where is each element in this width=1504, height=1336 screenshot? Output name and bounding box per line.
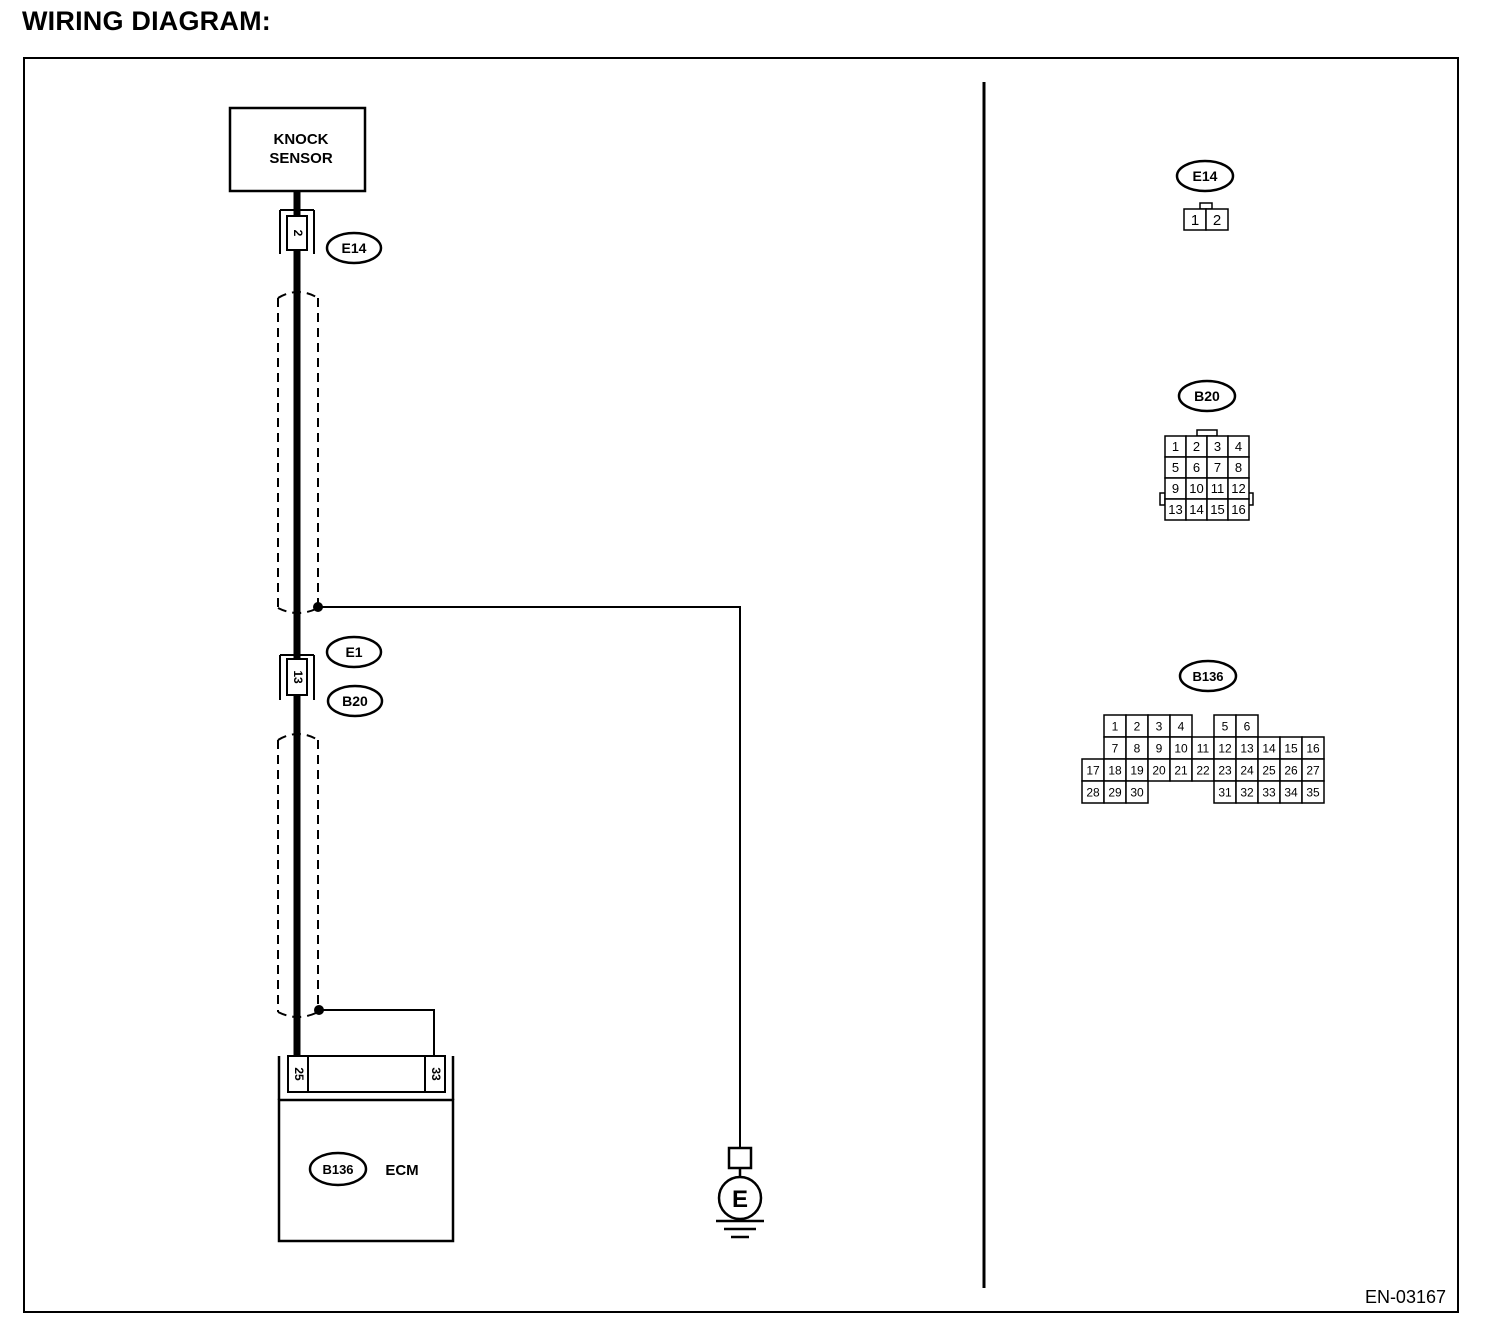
- pin-number: 18: [1108, 763, 1122, 777]
- pin-number: 14: [1262, 741, 1276, 755]
- pin-number: 1: [1191, 212, 1199, 229]
- pin-number: 12: [1231, 481, 1245, 496]
- pin-number: 10: [1189, 481, 1203, 496]
- knock-sensor: KNOCK SENSOR: [228, 106, 367, 193]
- pin-number: 15: [1284, 741, 1298, 755]
- figure-id: EN-03167: [1365, 1287, 1446, 1307]
- connector-e14-pin: 2: [279, 209, 315, 254]
- pin-cell: [1205, 208, 1229, 231]
- knock-sensor-label-line1: KNOCK: [274, 131, 329, 148]
- ecm-pin-25: 25: [292, 1067, 306, 1081]
- pin-number: 6: [1244, 719, 1251, 733]
- pin-number: 19: [1130, 763, 1144, 777]
- svg-text:E14: E14: [1193, 168, 1218, 184]
- ecm-pin-33: 33: [429, 1067, 443, 1081]
- pin-number: 9: [1172, 481, 1179, 496]
- pin-number: 3: [1156, 719, 1163, 733]
- pin-number: 11: [1211, 481, 1225, 496]
- svg-text:B20: B20: [1194, 388, 1220, 404]
- pin-number: 23: [1218, 763, 1232, 777]
- ecm-label: ECM: [385, 1162, 418, 1179]
- pin-number: 20: [1152, 763, 1166, 777]
- pin-number: 1: [1172, 439, 1179, 454]
- tag-e14: E14: [325, 231, 383, 265]
- shield-lower: [277, 733, 319, 1018]
- pin-cell: [1301, 780, 1325, 804]
- pin-number: 22: [1196, 763, 1210, 777]
- pin-number: 16: [1231, 502, 1245, 517]
- pin-number: 5: [1222, 719, 1229, 733]
- diagram-frame: [23, 57, 1459, 1313]
- pin-number: 8: [1134, 741, 1141, 755]
- pin-number: 8: [1235, 460, 1242, 475]
- pin-number: 25: [1262, 763, 1276, 777]
- tag-e1: E1: [325, 635, 383, 669]
- pin-number: 1: [1112, 719, 1119, 733]
- shield-upper: [277, 291, 319, 614]
- pin-number: 13: [1240, 741, 1254, 755]
- pin-number: 2: [1213, 212, 1221, 229]
- knock-sensor-label-line2: SENSOR: [269, 150, 333, 167]
- ecm: 25 33 B136 ECM: [277, 1055, 455, 1243]
- pin-cell: [1227, 498, 1250, 521]
- pin-number: 32: [1240, 785, 1254, 799]
- pin-number: 28: [1086, 785, 1100, 799]
- pin-number: 29: [1108, 785, 1122, 799]
- pin-number: 3: [1214, 439, 1221, 454]
- svg-text:E1: E1: [345, 644, 362, 660]
- svg-text:E14: E14: [342, 240, 367, 256]
- svg-text:B136: B136: [1192, 669, 1223, 684]
- pin-number: 21: [1174, 763, 1188, 777]
- ground-symbol: E: [716, 1146, 764, 1239]
- e14-pin-number: 2: [291, 230, 305, 237]
- svg-text:B20: B20: [342, 693, 368, 709]
- pin-number: 33: [1262, 785, 1276, 799]
- pin-number: 13: [1168, 502, 1182, 517]
- pin-number: 14: [1189, 502, 1203, 517]
- pin-cell: [1125, 780, 1149, 804]
- connector-e1-b20-pin: 13: [279, 654, 315, 700]
- pin-number: 5: [1172, 460, 1179, 475]
- pin-number: 2: [1134, 719, 1141, 733]
- pin-number: 30: [1130, 785, 1144, 799]
- pin-number: 11: [1197, 741, 1210, 755]
- pin-number: 16: [1306, 741, 1320, 755]
- pin-number: 35: [1306, 785, 1320, 799]
- pin-number: 26: [1284, 763, 1298, 777]
- pin-number: 7: [1214, 460, 1221, 475]
- shield-drain-ecm: [314, 1005, 435, 1056]
- pin-number: 7: [1112, 741, 1119, 755]
- pin-number: 27: [1306, 763, 1320, 777]
- pin-number: 10: [1174, 741, 1188, 755]
- pin-number: 31: [1218, 785, 1232, 799]
- ground-label: E: [732, 1186, 748, 1213]
- pin-number: 6: [1193, 460, 1200, 475]
- pin-number: 9: [1156, 741, 1163, 755]
- pin-number: 34: [1284, 785, 1298, 799]
- pin-number: 24: [1240, 763, 1254, 777]
- tag-b136: B136: [322, 1162, 353, 1177]
- drain-wire-ground: [313, 602, 741, 1148]
- tag-b20: B20: [326, 684, 384, 718]
- b20-pin-number: 13: [291, 670, 305, 684]
- pin-number: 4: [1235, 439, 1242, 454]
- page-title: WIRING DIAGRAM:: [22, 6, 271, 36]
- pin-number: 4: [1178, 719, 1185, 733]
- pin-number: 17: [1086, 763, 1100, 777]
- pin-number: 2: [1193, 439, 1200, 454]
- pin-number: 15: [1210, 502, 1224, 517]
- pin-number: 12: [1218, 741, 1232, 755]
